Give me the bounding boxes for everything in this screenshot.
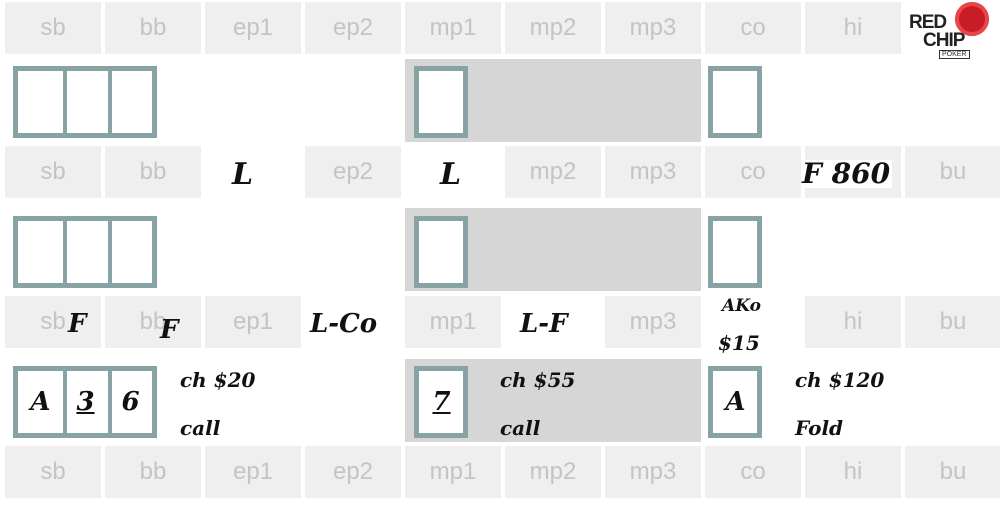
seat-bb-row3: bb — [105, 296, 201, 348]
seat-mp1-row3: mp1 — [405, 296, 501, 348]
seat-mp1-row4: mp1 — [405, 446, 501, 498]
ep1-limp-note: L — [232, 157, 254, 192]
seat-hi-row1: hi — [805, 2, 901, 54]
flop-box-1 — [13, 66, 157, 138]
seat-ep1-row4: ep1 — [205, 446, 301, 498]
river-box-2 — [708, 216, 762, 288]
river-box-3: A — [708, 366, 762, 438]
turn-card: 7 — [432, 387, 451, 417]
sb-fold-note: F — [68, 309, 87, 339]
river-box-1 — [708, 66, 762, 138]
seat-blank-row3 — [505, 296, 601, 348]
turn-box-2 — [414, 216, 468, 288]
mp1-limp-note: L — [440, 157, 462, 192]
seat-co-row1: co — [705, 2, 801, 54]
seat-mp3-row2: mp3 — [605, 146, 701, 198]
seat-blank-row3 — [705, 296, 801, 348]
co-stake-note: $15 — [718, 331, 760, 355]
flop-box-2 — [13, 216, 157, 288]
seat-mp3-row3: mp3 — [605, 296, 701, 348]
seat-co-row2: co — [705, 146, 801, 198]
seat-mp3-row4: mp3 — [605, 446, 701, 498]
seat-blank-row3 — [305, 296, 401, 348]
river-action-check: ch $120 — [795, 368, 885, 392]
red-chip-poker-logo: RED CHIP POKER — [905, 2, 995, 60]
seat-ep1-row3: ep1 — [205, 296, 301, 348]
logo-text-chip: CHIP — [923, 30, 965, 51]
flop-box-3: A 3 6 — [13, 366, 157, 438]
seat-mp2-row2: mp2 — [505, 146, 601, 198]
turn-box-3: 7 — [414, 366, 468, 438]
seat-hi-row4: hi — [805, 446, 901, 498]
flop-card-3: 6 — [121, 387, 140, 417]
turn-box-1 — [414, 66, 468, 138]
seat-sb-row2: sb — [5, 146, 101, 198]
turn-action-check: ch $55 — [500, 368, 576, 392]
seat-mp2-row4: mp2 — [505, 446, 601, 498]
flop-card-2: 3 — [76, 387, 95, 417]
poker-chip-icon — [955, 2, 989, 36]
seat-mp2-row1: mp2 — [505, 2, 601, 54]
seat-ep2-row2: ep2 — [305, 146, 401, 198]
seat-bb-row2: bb — [105, 146, 201, 198]
river-card: A — [725, 387, 746, 417]
bb-fold-note: F — [160, 315, 179, 345]
flop-card-1: A — [30, 387, 51, 417]
river-action-fold: Fold — [795, 416, 844, 440]
logo-text-poker: POKER — [939, 50, 970, 59]
co-hand-note: AKo — [722, 296, 761, 316]
seat-ep1-row1: ep1 — [205, 2, 301, 54]
seat-bu-row4: bu — [905, 446, 1000, 498]
hi-raise-note: F 860 — [802, 157, 893, 190]
mp2-limp-fold-note: L-F — [520, 309, 568, 339]
seat-blank-row2 — [205, 146, 301, 198]
seat-sb-row3: sb — [5, 296, 101, 348]
seat-bu-row2: bu — [905, 146, 1000, 198]
seat-mp3-row1: mp3 — [605, 2, 701, 54]
seat-blank-row2 — [405, 146, 501, 198]
seat-mp1-row1: mp1 — [405, 2, 501, 54]
turn-action-call: call — [500, 416, 541, 440]
seat-co-row4: co — [705, 446, 801, 498]
flop-action-check: ch $20 — [180, 368, 256, 392]
seat-bb-row4: bb — [105, 446, 201, 498]
seat-bb-row1: bb — [105, 2, 201, 54]
ep2-limp-call-note: L-Co — [310, 309, 378, 339]
logo-text-red: RED — [909, 12, 947, 33]
seat-bu-row3: bu — [905, 296, 1000, 348]
seat-ep2-row1: ep2 — [305, 2, 401, 54]
flop-action-call: call — [180, 416, 221, 440]
seat-hi-row3: hi — [805, 296, 901, 348]
seat-sb-row1: sb — [5, 2, 101, 54]
seat-ep2-row4: ep2 — [305, 446, 401, 498]
seat-sb-row4: sb — [5, 446, 101, 498]
